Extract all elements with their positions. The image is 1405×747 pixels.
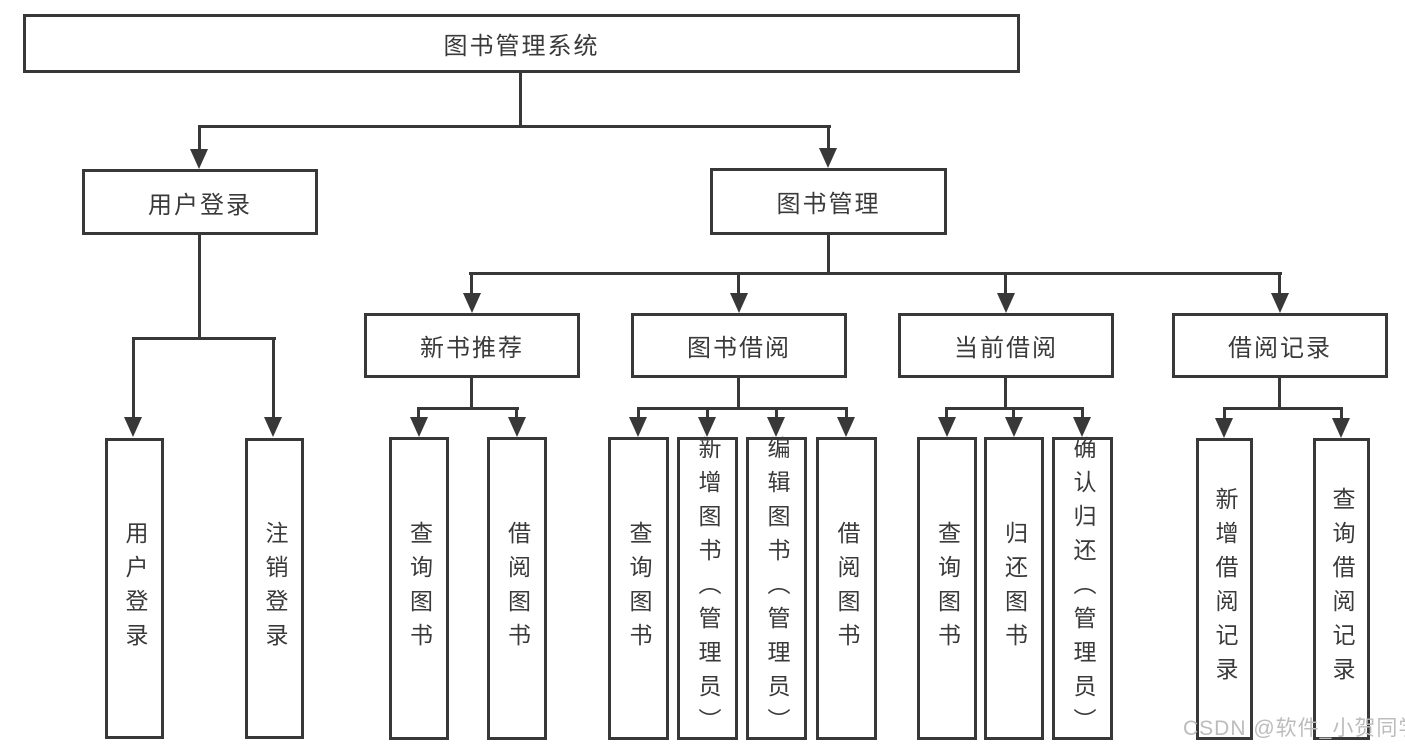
arrow-down-icon (1271, 293, 1289, 313)
connector-line (1004, 378, 1007, 407)
connector-line (737, 272, 740, 295)
connector-line (132, 337, 276, 340)
leaf-edit-books-admin-label: 编辑图书（管理员） (764, 435, 790, 742)
arrow-down-icon (190, 149, 208, 169)
connector-line (515, 407, 518, 419)
leaf-borrow-books-recommend: 借阅图书 (487, 437, 547, 740)
leaf-logout: 注销登录 (245, 438, 304, 739)
node-book-management-label: 图书管理 (776, 191, 881, 218)
connector-line (1012, 407, 1015, 419)
node-library-system-label: 图书管理系统 (443, 33, 600, 60)
arrow-down-icon (938, 417, 956, 437)
arrow-down-icon (767, 417, 785, 437)
leaf-return-books-label: 归还图书 (1001, 520, 1028, 657)
arrow-down-icon (819, 148, 837, 168)
node-book-borrowing-label: 图书借阅 (687, 335, 791, 362)
connector-line (1004, 272, 1007, 295)
connector-line (132, 337, 135, 419)
connector-line (1278, 272, 1281, 295)
leaf-borrow-books-recommend-label: 借阅图书 (504, 520, 531, 657)
leaf-query-borrow-record-label: 查询借阅记录 (1329, 487, 1355, 691)
leaf-logout-label: 注销登录 (262, 520, 288, 657)
connector-line (417, 407, 420, 419)
node-library-system: 图书管理系统 (23, 14, 1020, 73)
connector-line (1081, 407, 1084, 419)
leaf-edit-books-admin: 编辑图书（管理员） (746, 435, 807, 742)
connector-line (1340, 407, 1343, 419)
arrow-down-icon (410, 417, 428, 437)
leaf-add-books-admin: 新增图书（管理员） (677, 435, 738, 742)
arrow-down-icon (1073, 417, 1091, 437)
leaf-user-login-label: 用户登录 (122, 520, 148, 657)
connector-line (637, 407, 640, 419)
connector-line (417, 407, 519, 410)
connector-line (470, 378, 473, 407)
connector-line (737, 378, 740, 407)
arrow-down-icon (124, 417, 142, 437)
arrow-down-icon (730, 293, 748, 313)
arrow-down-icon (1332, 418, 1350, 438)
connector-line (845, 407, 848, 419)
connector-line (945, 407, 948, 419)
node-current-borrowing-label: 当前借阅 (954, 335, 1058, 362)
arrow-down-icon (463, 293, 481, 313)
arrow-down-icon (629, 417, 647, 437)
node-new-book-recommendation: 新书推荐 (364, 313, 580, 378)
connector-line (469, 272, 1282, 275)
connector-line (827, 125, 830, 150)
arrow-down-icon (508, 417, 526, 437)
connector-line (1223, 407, 1226, 419)
node-current-borrowing: 当前借阅 (898, 313, 1114, 378)
connector-line (198, 235, 201, 339)
leaf-borrow-books-borrowing-label: 借阅图书 (834, 520, 860, 657)
leaf-query-books-recommend: 查询图书 (389, 437, 449, 740)
node-new-book-recommendation-label: 新书推荐 (420, 335, 524, 362)
leaf-confirm-return-admin-label: 确认归还（管理员） (1070, 435, 1096, 742)
connector-line (1223, 407, 1343, 410)
leaf-return-books: 归还图书 (984, 437, 1044, 740)
connector-line (272, 337, 275, 419)
node-user-login: 用户登录 (82, 169, 318, 235)
leaf-query-books-recommend-label: 查询图书 (406, 520, 433, 657)
node-book-management: 图书管理 (710, 168, 947, 235)
connector-line (706, 407, 709, 419)
leaf-query-books-borrowing: 查询图书 (608, 437, 669, 740)
leaf-query-borrow-record: 查询借阅记录 (1313, 438, 1370, 740)
connector-line (470, 272, 473, 295)
arrow-down-icon (1215, 418, 1233, 438)
arrow-down-icon (1005, 417, 1023, 437)
arrow-down-icon (698, 417, 716, 437)
leaf-query-books-borrowing-label: 查询图书 (626, 520, 652, 657)
leaf-user-login: 用户登录 (105, 438, 164, 739)
arrow-down-icon (264, 417, 282, 437)
leaf-query-books-current: 查询图书 (917, 437, 977, 740)
arrow-down-icon (997, 293, 1015, 313)
leaf-add-borrow-record-label: 新增借阅记录 (1212, 487, 1238, 691)
connector-line (519, 73, 522, 126)
connector-line (637, 407, 848, 410)
leaf-add-borrow-record: 新增借阅记录 (1196, 438, 1253, 740)
connector-line (198, 125, 201, 151)
csdn-watermark: CSDN @软件_小贺同学 (1183, 717, 1405, 740)
connector-line (1278, 378, 1281, 407)
arrow-down-icon (837, 417, 855, 437)
leaf-confirm-return-admin: 确认归还（管理员） (1052, 435, 1113, 742)
connector-line (775, 407, 778, 419)
node-user-login-label: 用户登录 (148, 191, 252, 219)
leaf-add-books-admin-label: 新增图书（管理员） (695, 435, 721, 742)
leaf-query-books-current-label: 查询图书 (934, 520, 961, 657)
node-borrowing-records-label: 借阅记录 (1228, 335, 1332, 362)
connector-line (198, 125, 831, 128)
node-book-borrowing: 图书借阅 (631, 313, 847, 378)
leaf-borrow-books-borrowing: 借阅图书 (816, 437, 877, 740)
connector-line (827, 235, 830, 272)
node-borrowing-records: 借阅记录 (1172, 313, 1388, 378)
